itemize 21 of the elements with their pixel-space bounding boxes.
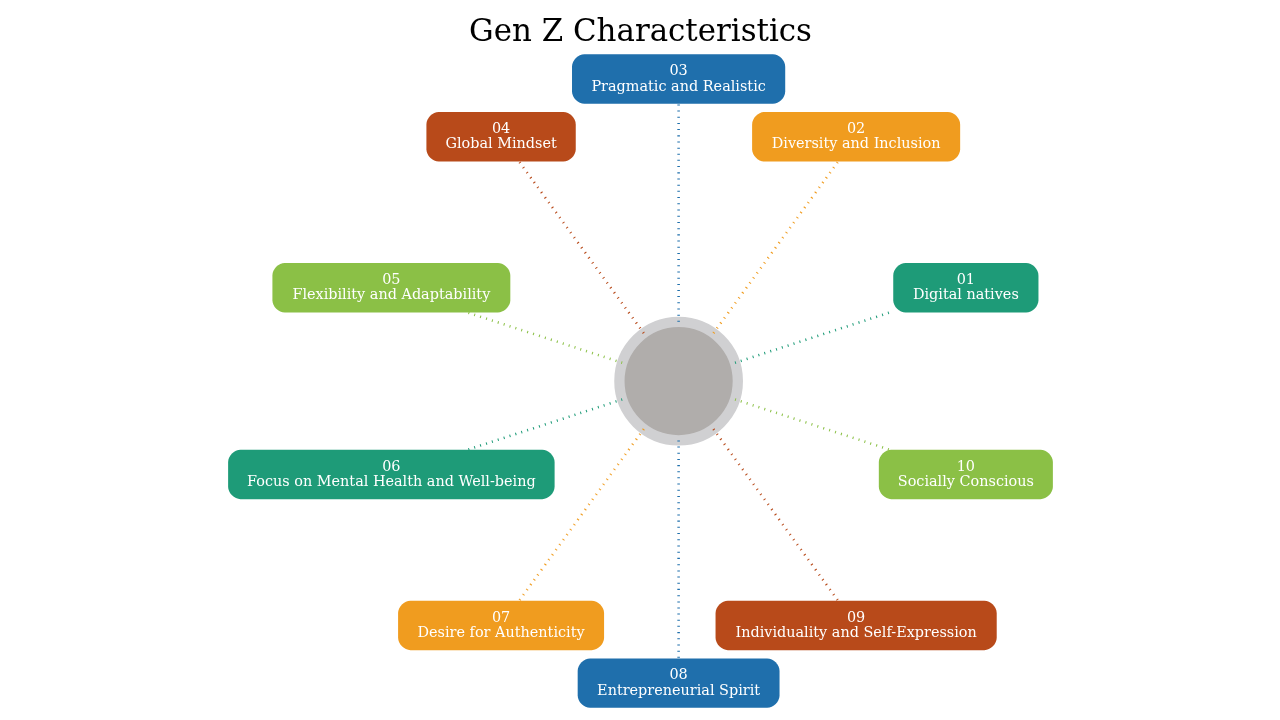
node-box: 10 Socially Conscious <box>878 449 1053 500</box>
connector <box>734 398 890 451</box>
diagram-title: Gen Z Characteristics <box>468 11 812 48</box>
connector <box>517 160 645 334</box>
connector <box>676 440 680 659</box>
connector <box>676 103 680 322</box>
node-circle <box>613 316 743 446</box>
node-box: 02 Diversity and Inclusion <box>751 112 960 162</box>
node-box: 04 Global Mindset <box>425 112 576 162</box>
node-box: 07 Desire for Authenticity <box>397 600 604 651</box>
node-box: 03 Pragmatic and Realistic <box>571 54 785 104</box>
connector <box>711 160 839 334</box>
node-box: 09 Individuality and Self-Expression <box>715 600 997 651</box>
node-box: 01 Digital natives <box>892 263 1038 313</box>
connector <box>466 311 623 364</box>
node-box: 06 Focus on Mental Health and Well-being <box>227 449 555 500</box>
connector <box>517 428 645 602</box>
connector <box>711 428 839 602</box>
node-box: 05 Flexibility and Adaptability <box>271 263 510 313</box>
node-box: 08 Entrepreneurial Spirit <box>577 658 780 708</box>
connector <box>466 398 623 451</box>
